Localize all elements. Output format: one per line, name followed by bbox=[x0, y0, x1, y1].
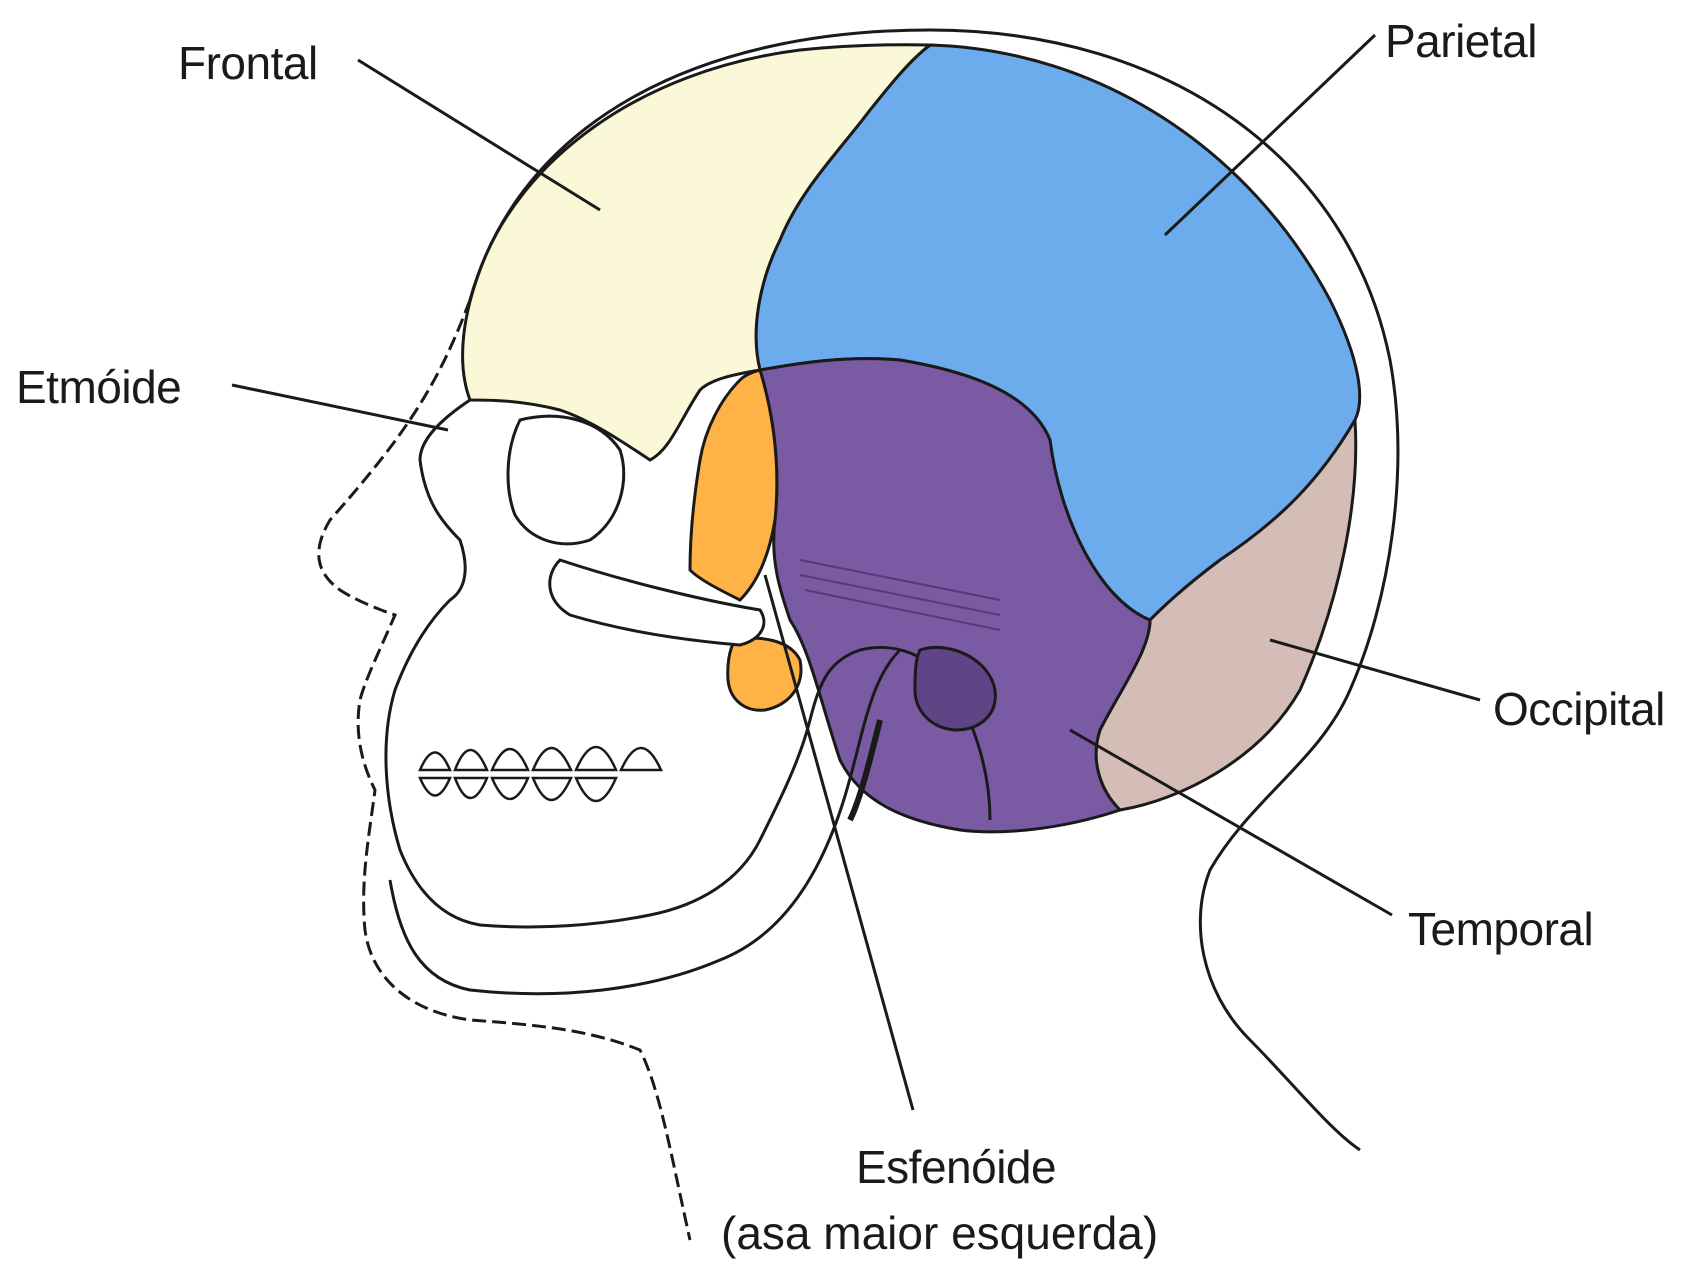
label-parietal: Parietal bbox=[1385, 18, 1537, 64]
leader-frontal bbox=[358, 60, 600, 210]
label-occipital: Occipital bbox=[1493, 686, 1665, 732]
label-etmoide: Etmóide bbox=[16, 364, 181, 410]
label-frontal: Frontal bbox=[178, 40, 318, 86]
leader-parietal bbox=[1165, 35, 1375, 235]
label-esfenoide-sub: (asa maior esquerda) bbox=[721, 1210, 1158, 1256]
sphenoid-bone bbox=[690, 370, 777, 600]
label-temporal: Temporal bbox=[1408, 906, 1593, 952]
orbit bbox=[508, 416, 624, 544]
leader-etmoide bbox=[232, 385, 448, 430]
sphenoid-lower bbox=[728, 638, 801, 710]
teeth bbox=[420, 747, 661, 801]
label-esfenoide: Esfenóide bbox=[856, 1144, 1056, 1190]
